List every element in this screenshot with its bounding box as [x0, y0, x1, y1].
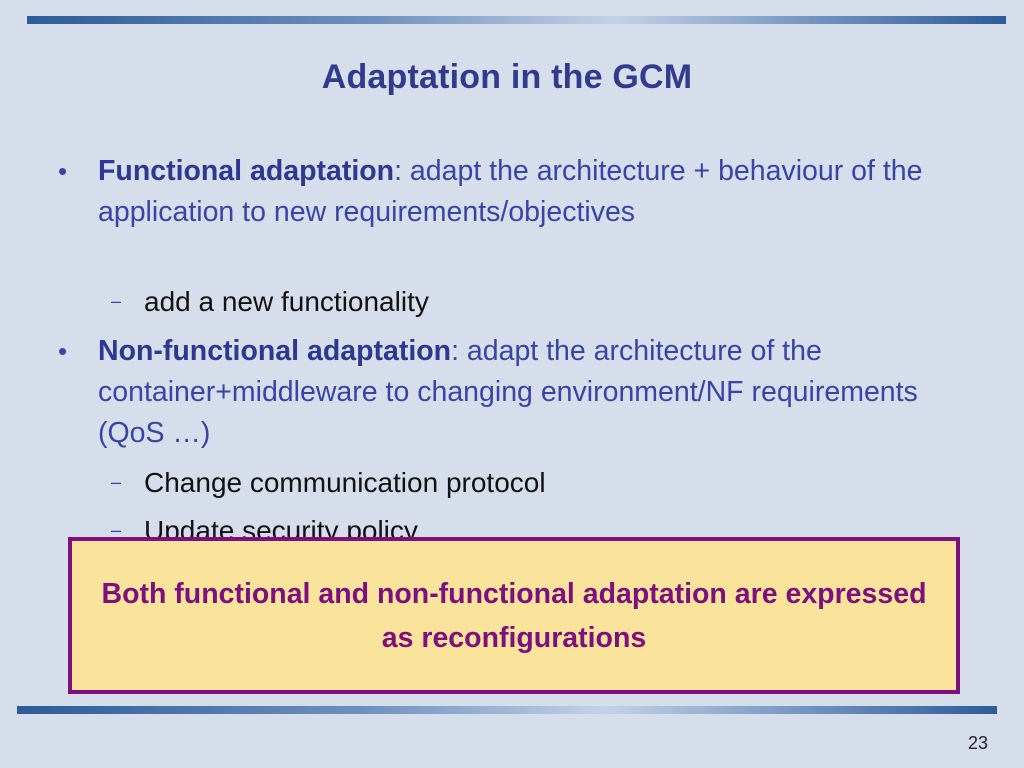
page-number: 23: [967, 733, 988, 753]
dash-icon: –: [111, 520, 122, 540]
subitem-add-functionality: – add a new functionality: [111, 281, 924, 322]
bottom-divider: [17, 706, 997, 714]
bullet-non-functional-adaptation: • Non-functional adaptation: adapt the a…: [58, 331, 938, 454]
subitem-change-protocol: – Change communication protocol: [111, 462, 924, 503]
bullet-term: Non-functional adaptation: [98, 335, 452, 367]
bullet-description: : adapt the architecture of the containe…: [98, 335, 918, 449]
bullet-functional-adaptation: • Functional adaptation: adapt the archi…: [58, 151, 938, 233]
top-divider: [27, 16, 1006, 24]
bullet-term: Functional adaptation: [98, 155, 395, 187]
bullet-dot-icon: •: [58, 156, 68, 186]
callout-box: Both functional and non-functional adapt…: [68, 537, 960, 694]
dash-icon: –: [111, 291, 122, 311]
bullet-description: : adapt the architecture + behaviour of …: [98, 155, 923, 228]
dash-icon: –: [111, 472, 122, 492]
slide-title: Adaptation in the GCM: [321, 58, 693, 96]
bullet-dot-icon: •: [58, 336, 68, 366]
callout-text: Both functional and non-functional adapt…: [101, 577, 927, 654]
subitem-label: add a new functionality: [144, 286, 429, 317]
subitem-label: Change communication protocol: [144, 467, 546, 498]
